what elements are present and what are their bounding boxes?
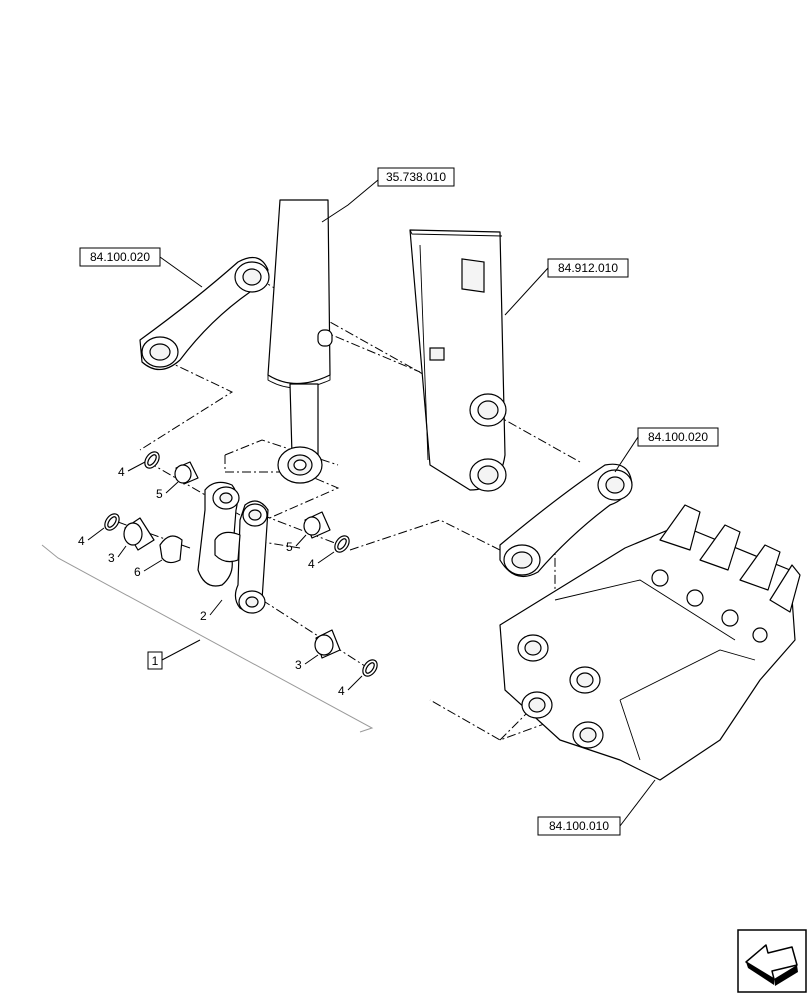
reference-leaders [159,179,656,827]
kit-callout-box[interactable]: 1 [147,651,163,670]
small-parts [104,451,378,677]
ref-label-cylinder: 35.738.010 [386,170,446,184]
ref-label-bucket: 84.100.010 [549,819,609,833]
arm [409,229,507,492]
callout-4-c: 4 [308,557,315,571]
lower-link [499,463,633,578]
hydraulic-cylinder [267,199,333,484]
callout-4-d: 4 [338,684,345,698]
kit-frame [41,544,374,733]
link-assembly [197,481,269,614]
ref-box-upper-link[interactable]: 84.100.020 [79,247,161,267]
callout-6: 6 [134,565,141,579]
ref-label-arm: 84.912.010 [558,261,618,275]
ref-box-cylinder[interactable]: 35.738.010 [377,167,455,187]
callout-3-a: 3 [108,551,115,565]
ref-label-lower-link: 84.100.020 [648,430,708,444]
bucket [499,504,801,781]
callout-4-b: 4 [78,534,85,548]
callout-4-a: 4 [118,465,125,479]
callout-leaders [87,461,363,691]
callout-3-b: 3 [295,658,302,672]
ref-box-arm[interactable]: 84.912.010 [547,258,629,278]
upper-link [139,256,270,371]
arrow-prev-page-icon[interactable] [737,929,807,993]
callout-5-a: 5 [156,487,163,501]
part-callouts: 4 5 4 3 6 2 5 4 3 4 [78,465,345,698]
callout-5-b: 5 [286,540,293,554]
callout-kit: 1 [152,654,159,668]
callout-2: 2 [200,609,207,623]
ref-box-lower-link[interactable]: 84.100.020 [637,427,719,447]
ref-label-upper-link: 84.100.020 [90,250,150,264]
ref-box-bucket[interactable]: 84.100.010 [537,816,621,836]
